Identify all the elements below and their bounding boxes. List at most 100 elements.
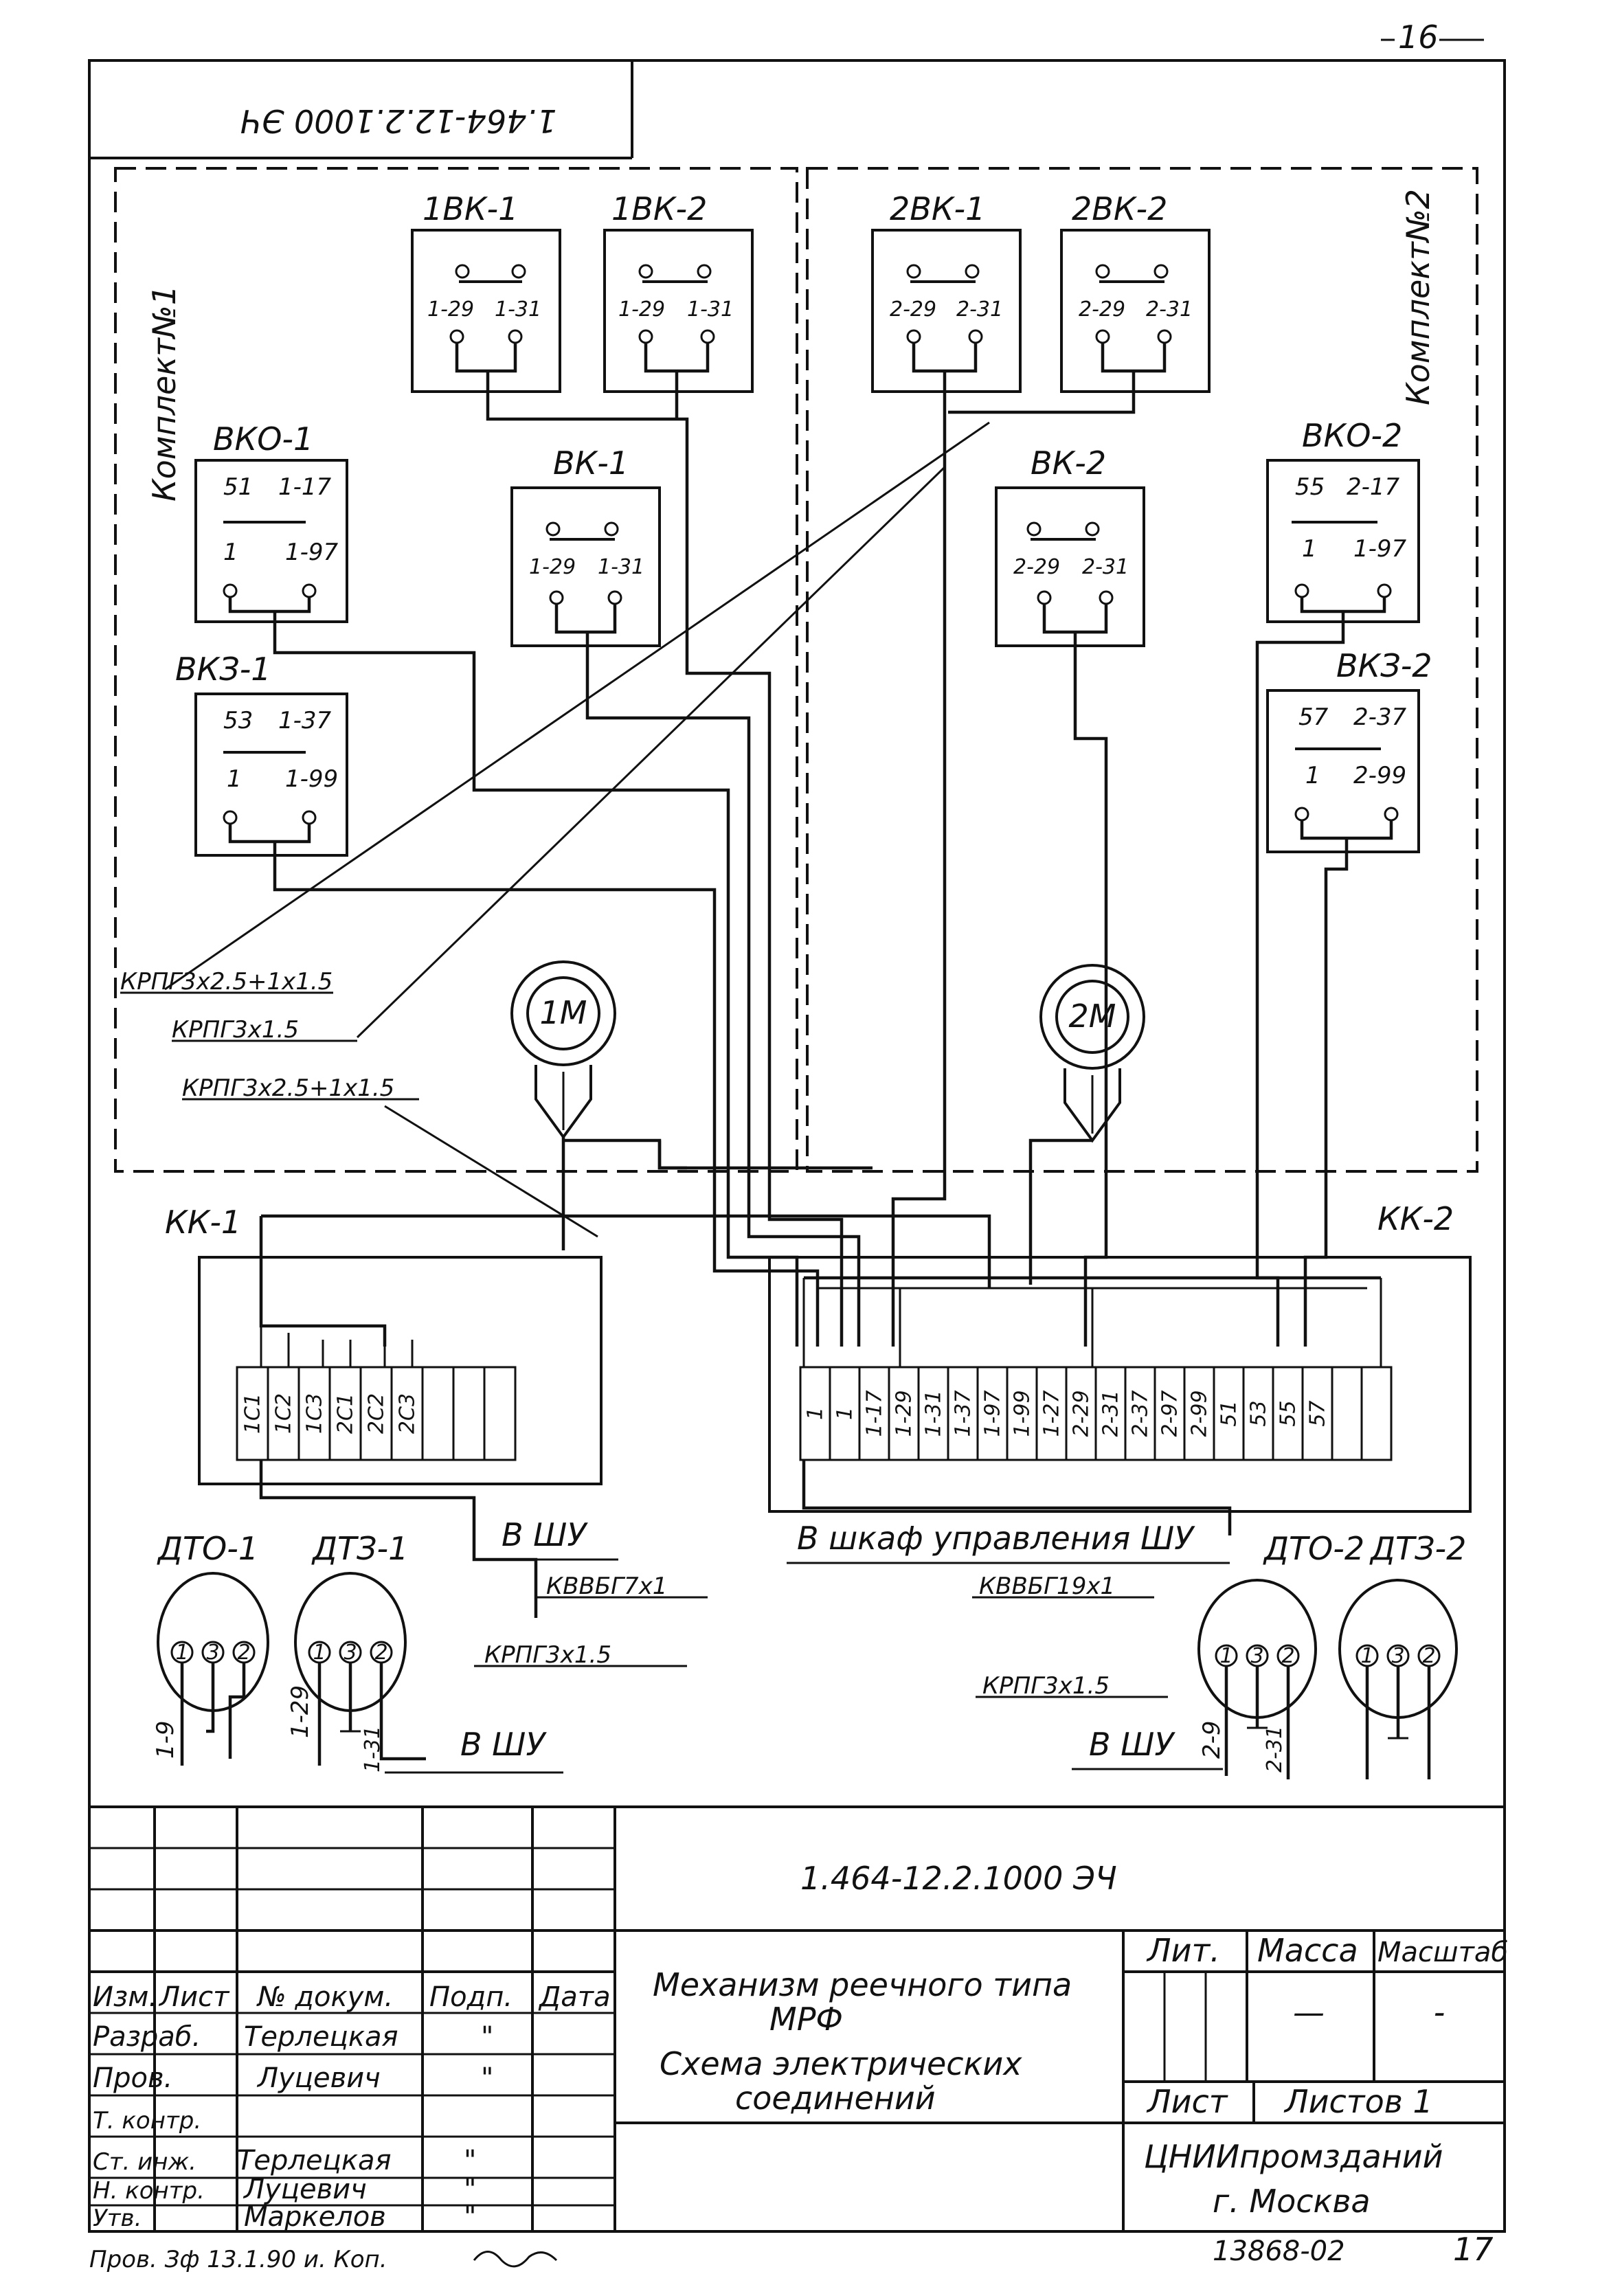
footer-inventory: 13868-02 xyxy=(1213,2236,1345,2267)
kk2-terminal-label: 1-97 xyxy=(981,1390,1005,1437)
row-role-2: Пров. xyxy=(93,2062,172,2094)
kk2-terminal-label: 1-31 xyxy=(922,1390,946,1437)
sensor-dto-1: ДТО-1 1 3 2 1-9 xyxy=(152,1530,269,1766)
kit-2-label: Комплект№2 xyxy=(1399,189,1437,405)
cable-label-2: КРПГ3х1.5 xyxy=(172,1016,299,1044)
kk2-terminal-label: 1 xyxy=(804,1407,828,1420)
svg-text:2М: 2М xyxy=(1069,998,1116,1035)
col-header-date: Дата xyxy=(538,1981,611,2013)
row-role-1: Разраб. xyxy=(93,2021,201,2053)
svg-text:2-31: 2-31 xyxy=(956,297,1003,322)
svg-text:1: 1 xyxy=(1302,535,1317,563)
kit-2-boundary xyxy=(806,167,1478,1173)
svg-text:2-29: 2-29 xyxy=(890,297,936,322)
row-role-5: Н. контр. xyxy=(93,2177,205,2205)
sensor-dto-2: ДТО-2 1 3 2 2-9 2-31 xyxy=(1197,1530,1364,1779)
svg-text:ВК-1: ВК-1 xyxy=(553,444,629,482)
col-header-sign: Подп. xyxy=(429,1981,513,2013)
row-sign-4: " xyxy=(464,2145,476,2176)
kk2-terminal-label: 51 xyxy=(1217,1400,1241,1426)
kk2-terminal-label: 1-27 xyxy=(1040,1390,1064,1437)
svg-text:1-97: 1-97 xyxy=(285,539,339,566)
svg-text:1-29: 1-29 xyxy=(529,555,576,579)
kk2-terminal-label: 53 xyxy=(1247,1400,1271,1426)
row-role-3: Т. контр. xyxy=(93,2107,201,2135)
svg-text:3: 3 xyxy=(1250,1644,1263,1668)
svg-text:1-31: 1-31 xyxy=(598,555,644,579)
title-doc-code: 1.464-12.2.1000 ЭЧ xyxy=(800,1860,1117,1897)
kk2-terminal-label: 1-37 xyxy=(952,1390,976,1437)
sheets-label: Листов 1 xyxy=(1283,2083,1433,2120)
rotated-stamp-code: 1.464-12.2.1000 ЭЧ xyxy=(240,102,557,139)
kk1-terminal-cell xyxy=(421,1366,455,1461)
svg-text:2-17: 2-17 xyxy=(1347,473,1400,501)
switch-1bk-2: 1ВК-2 1-29 1-31 xyxy=(603,190,754,393)
kk2-terminal-label: 2-99 xyxy=(1188,1390,1212,1437)
svg-text:ДТЗ-1: ДТЗ-1 xyxy=(311,1530,408,1567)
svg-text:3: 3 xyxy=(206,1641,219,1665)
svg-text:2: 2 xyxy=(1422,1644,1435,1668)
output-to-shu-3: В ШУ xyxy=(1089,1726,1175,1763)
kk2-terminal-label: 1-29 xyxy=(892,1390,916,1437)
output-to-shu-1: В ШУ xyxy=(502,1516,588,1553)
svg-text:ВКЗ-1: ВКЗ-1 xyxy=(175,651,271,688)
svg-text:1: 1 xyxy=(1219,1644,1233,1668)
title-line-1: Механизм реечного типа xyxy=(653,1966,1072,2003)
svg-text:1-29: 1-29 xyxy=(427,297,474,322)
svg-text:1-97: 1-97 xyxy=(1353,535,1407,563)
row-name-6: Маркелов xyxy=(244,2201,386,2233)
footer-check-note: Пров. Зф 13.1.90 и. Коп. xyxy=(89,2246,387,2273)
sheet-label: Лист xyxy=(1146,2083,1228,2120)
kk2-terminal-cell xyxy=(1360,1366,1393,1461)
svg-text:2-37: 2-37 xyxy=(1353,704,1407,731)
svg-text:51: 51 xyxy=(223,473,253,501)
org-line-1: ЦНИИпромзданий xyxy=(1144,2138,1443,2175)
kk1-terminal-label: 1С1 xyxy=(241,1393,265,1434)
switch-bko-1: ВКО-1 51 1-17 1 1-97 xyxy=(194,420,348,623)
row-name-1: Терлецкая xyxy=(244,2021,398,2053)
svg-text:2-31: 2-31 xyxy=(1082,555,1129,579)
col-header-list: Лист xyxy=(158,1981,230,2013)
kk1-terminal-cell xyxy=(483,1366,517,1461)
svg-text:1: 1 xyxy=(313,1641,326,1665)
output-to-cabinet: В шкаф управления ШУ xyxy=(797,1520,1195,1557)
svg-text:1: 1 xyxy=(223,539,238,566)
cable-label-6: КВВБГ19х1 xyxy=(979,1573,1115,1600)
title-line-4: соединений xyxy=(735,2080,936,2117)
page-number: 16 xyxy=(1398,19,1439,56)
svg-text:2ВК-2: 2ВК-2 xyxy=(1072,190,1167,227)
svg-text:2: 2 xyxy=(1281,1644,1294,1668)
sensor-dtz-2: ДТЗ-2 1 3 2 xyxy=(1338,1530,1466,1779)
svg-text:ДТЗ-2: ДТЗ-2 xyxy=(1369,1530,1466,1567)
svg-text:1: 1 xyxy=(1360,1644,1373,1668)
svg-text:2-29: 2-29 xyxy=(1079,297,1125,322)
svg-text:1: 1 xyxy=(1305,762,1320,789)
switch-bk-2: ВК-2 2-29 2-31 xyxy=(995,444,1145,647)
svg-text:1-17: 1-17 xyxy=(278,473,332,501)
kk2-terminal-label: 1-17 xyxy=(863,1390,887,1437)
svg-text:ДТО-1: ДТО-1 xyxy=(157,1530,258,1567)
svg-text:1-37: 1-37 xyxy=(278,707,332,734)
svg-text:ВКО-1: ВКО-1 xyxy=(213,420,313,458)
switch-2bk-2: 2ВК-2 2-29 2-31 xyxy=(1060,190,1211,393)
kk1-terminal-cell xyxy=(452,1366,486,1461)
svg-text:1-99: 1-99 xyxy=(285,765,338,793)
svg-text:2: 2 xyxy=(374,1641,387,1665)
motor-1m: 1М xyxy=(510,960,616,1140)
cable-label-1: КРПГ3х2.5+1х1.5 xyxy=(120,968,333,995)
row-sign-2: " xyxy=(481,2062,493,2094)
svg-text:2ВК-1: 2ВК-1 xyxy=(890,190,985,227)
cable-label-7: КРПГ3х1.5 xyxy=(982,1672,1110,1700)
kk2-terminal-label: 1-99 xyxy=(1011,1390,1035,1437)
kit-1-label: Комплект№1 xyxy=(146,285,183,502)
title-line-2: МРФ xyxy=(769,2001,843,2038)
scale-value: - xyxy=(1434,1994,1445,2031)
row-sign-6: " xyxy=(464,2201,476,2233)
svg-text:ВК-2: ВК-2 xyxy=(1031,444,1106,482)
cable-label-3: КРПГ3х2.5+1х1.5 xyxy=(182,1074,394,1102)
scale-header: Масштаб xyxy=(1377,1937,1508,1968)
kk2-terminal-label: 2-29 xyxy=(1070,1390,1094,1437)
